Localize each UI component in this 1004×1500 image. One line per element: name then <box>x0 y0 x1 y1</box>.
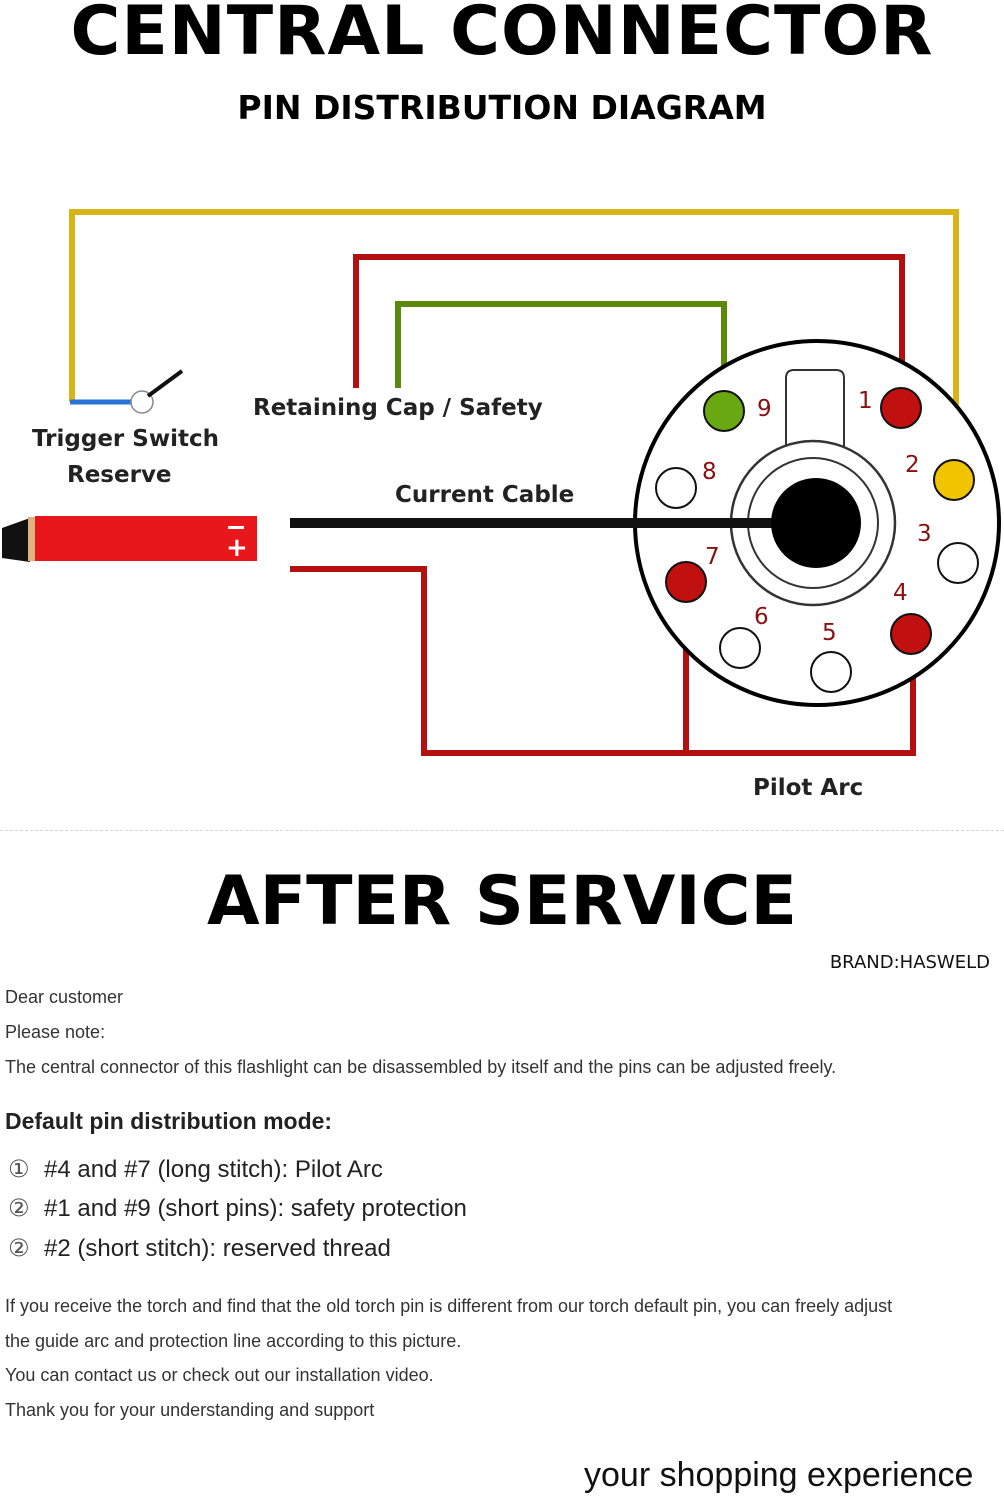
mode-item-number: ① <box>8 1156 30 1183</box>
trigger-wire <box>69 209 959 470</box>
switch-lever <box>146 369 184 398</box>
intro-line: The central connector of this flashlight… <box>5 1057 837 1077</box>
safety-wire-green <box>395 301 727 412</box>
pin-9-label: 9 <box>757 396 772 422</box>
label-reserve: Reserve <box>67 462 172 488</box>
mode-item-text: #1 and #9 (short pins): safety protectio… <box>44 1195 467 1222</box>
outro-line: Thank you for your understanding and sup… <box>5 1400 375 1420</box>
pins-layer: 1 2 3 4 5 6 7 8 9 <box>655 387 979 693</box>
torch-plug-minus <box>228 526 244 529</box>
pin-3 <box>937 542 979 584</box>
label-pilot-arc: Pilot Arc <box>753 775 863 801</box>
pin-8 <box>655 467 697 509</box>
pin-6-label: 6 <box>754 604 769 630</box>
pin-2-label: 2 <box>905 452 920 478</box>
pin-1-label: 1 <box>858 388 873 414</box>
mode-title: Default pin distribution mode: <box>5 1108 333 1134</box>
label-retaining-cap: Retaining Cap / Safety <box>253 395 543 421</box>
torch-plug-body <box>35 516 257 561</box>
section-divider <box>0 830 1004 831</box>
pin-1 <box>880 387 922 429</box>
pin-4-label: 4 <box>893 580 908 606</box>
intro-line: Dear customer <box>5 987 124 1007</box>
pin-7 <box>665 561 707 603</box>
mode-item-text: #2 (short stitch): reserved thread <box>44 1235 391 1262</box>
torch-plug-symbol: + <box>226 533 248 563</box>
page-title: CENTRAL CONNECTOR <box>70 0 934 71</box>
brand-label: BRAND:HASWELD <box>829 952 990 973</box>
outro-line: If you receive the torch and find that t… <box>5 1296 893 1316</box>
outro-line: the guide arc and protection line accord… <box>5 1331 462 1351</box>
intro-line: Please note: <box>5 1022 106 1042</box>
pin-5-label: 5 <box>822 620 837 646</box>
pin-6 <box>719 627 761 669</box>
pin-5 <box>810 651 852 693</box>
connector-key-slot <box>785 369 845 452</box>
pin-8-label: 8 <box>702 459 717 485</box>
torch-plug-tip <box>2 518 30 562</box>
mode-item: ① #4 and #7 (long stitch): Pilot Arc <box>8 1155 383 1184</box>
mode-item-number: ② <box>8 1195 30 1222</box>
after-service-title: AFTER SERVICE <box>206 862 798 941</box>
switch-contact <box>130 390 154 414</box>
mode-item: ② #2 (short stitch): reserved thread <box>8 1234 391 1263</box>
pin-distribution-diagram: 1 2 3 4 5 6 7 8 9 + Trigger Switch Reserve Retai… <box>2 209 1001 801</box>
pin-9 <box>703 390 745 432</box>
mode-item-number: ② <box>8 1235 30 1262</box>
pin-3-label: 3 <box>917 521 932 547</box>
page-subtitle: PIN DISTRIBUTION DIAGRAM <box>237 88 767 127</box>
center-contact <box>771 478 861 568</box>
pin-4 <box>890 613 932 655</box>
torch-plug-ring <box>28 517 36 561</box>
label-current-cable: Current Cable <box>395 482 574 508</box>
mode-item: ② #1 and #9 (short pins): safety protecti… <box>8 1194 467 1223</box>
pin-7-label: 7 <box>705 544 720 570</box>
pilot-arc-wire <box>290 566 916 756</box>
safety-wire-red <box>353 254 905 412</box>
label-trigger-switch: Trigger Switch <box>32 426 219 452</box>
tagline: your shopping experience <box>584 1456 974 1494</box>
outro-line: You can contact us or check out our inst… <box>5 1365 434 1385</box>
pin-2 <box>933 459 975 501</box>
mode-item-text: #4 and #7 (long stitch): Pilot Arc <box>44 1156 383 1183</box>
